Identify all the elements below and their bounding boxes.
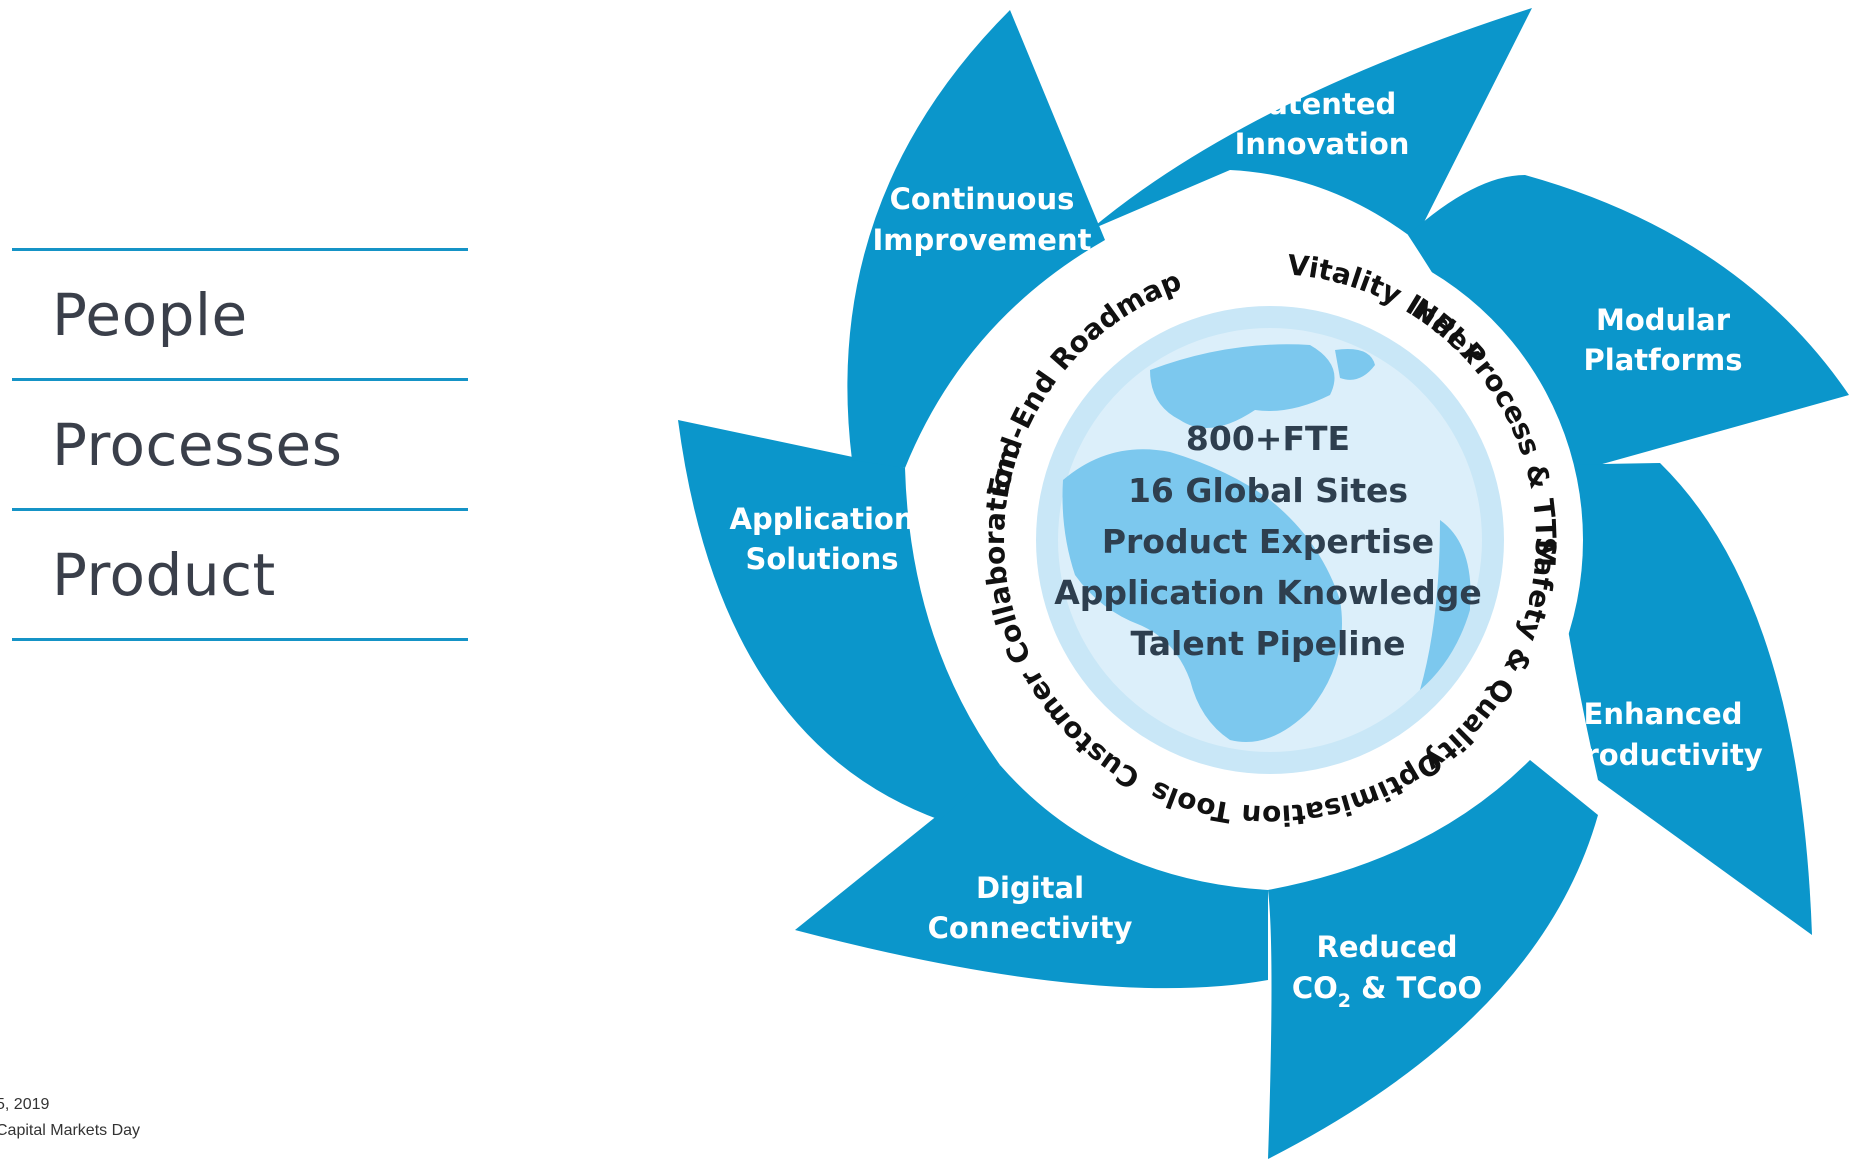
co-subscript: 2 — [1338, 990, 1351, 1012]
blade-label-patented-line2: Innovation — [1235, 127, 1410, 161]
left-item-people: People — [12, 251, 468, 381]
left-item-label: People — [52, 280, 248, 349]
center-line-fte: 800+FTE — [1186, 419, 1350, 458]
blade-reduced-co2 — [1268, 760, 1598, 1159]
left-item-product: Product — [12, 511, 468, 641]
left-list: People Processes Product — [12, 248, 468, 641]
blade-label-enhanced-line2: Productivity — [1563, 738, 1763, 772]
blade-continuous-improvement — [847, 10, 1105, 468]
blade-label-digital-line2: Connectivity — [928, 911, 1133, 945]
blade-enhanced-productivity — [1545, 463, 1812, 935]
blade-label-continuous-line1: Continuous — [890, 182, 1075, 216]
blade-label-reduced-line2: CO2 & TCoO — [1292, 971, 1482, 1012]
footer: 5, 2019 Capital Markets Day — [0, 1092, 140, 1144]
center-line-application-knowledge: Application Knowledge — [1054, 573, 1482, 612]
footer-date: 5, 2019 — [0, 1096, 50, 1113]
globe-land — [1062, 344, 1471, 742]
blade-label-reduced-line1: Reduced — [1316, 930, 1457, 964]
blade-patented-innovation — [1090, 8, 1532, 240]
blade-label-patented-line1: Patented — [1248, 87, 1397, 121]
blade-application-solutions — [678, 420, 1000, 820]
blade-label-modular-line1: Modular — [1596, 303, 1731, 337]
blade-labels: Patented Innovation Modular Platforms En… — [730, 87, 1763, 1012]
blade-label-digital-line1: Digital — [976, 871, 1084, 905]
center-line-talent-pipeline: Talent Pipeline — [1131, 624, 1406, 663]
footer-event: Capital Markets Day — [0, 1122, 141, 1139]
center-text: 800+FTE 16 Global Sites Product Expertis… — [1054, 419, 1482, 663]
blade-digital-connectivity — [795, 765, 1268, 989]
left-list-top-rule — [12, 248, 468, 251]
blade-label-enhanced-line1: Enhanced — [1584, 697, 1743, 731]
blade-label-application-line1: Application — [730, 502, 915, 536]
left-item-label: Product — [52, 540, 276, 609]
left-item-label: Processes — [52, 410, 343, 479]
blade-label-application-line2: Solutions — [745, 542, 898, 576]
center-line-product-expertise: Product Expertise — [1102, 522, 1434, 561]
left-item-processes: Processes — [12, 381, 468, 511]
blade-label-modular-line2: Platforms — [1584, 343, 1743, 377]
co-rest: & TCoO — [1351, 971, 1482, 1005]
blade-label-continuous-line2: Improvement — [873, 223, 1092, 257]
center-line-sites: 16 Global Sites — [1128, 471, 1408, 510]
co-text: CO — [1292, 971, 1338, 1005]
